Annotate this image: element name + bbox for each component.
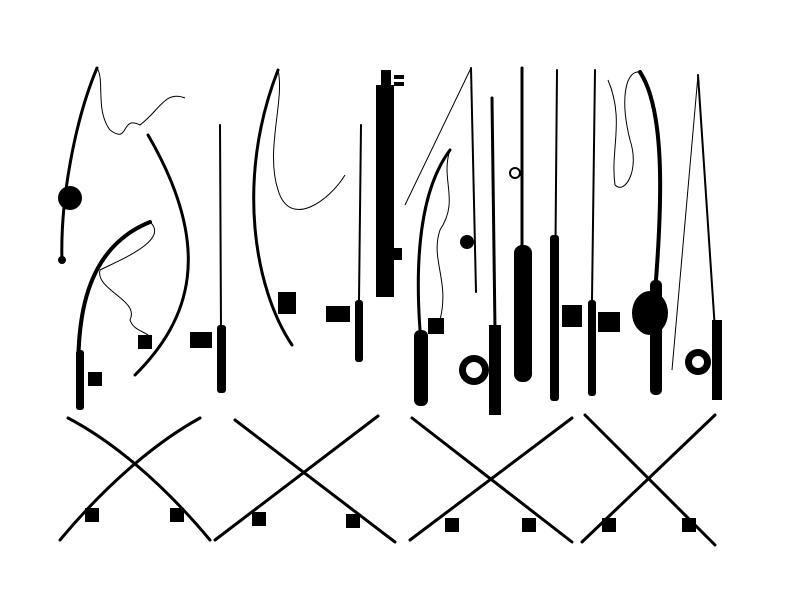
fishing-rod-icon (326, 124, 363, 362)
fishing-rod-icon (76, 220, 156, 410)
crossed-rods-icon (58, 416, 212, 542)
spinning-reel-icon (326, 306, 350, 322)
baitcaster-reel-icon (632, 291, 668, 335)
fishing-rod-icon (58, 66, 186, 264)
baitcaster-reel-icon (58, 186, 82, 210)
fishing-rod-icon (133, 133, 190, 377)
crossed-rods-icon (408, 416, 574, 544)
fishing-rod-icon (252, 68, 346, 347)
telescopic-rod-icon (376, 70, 404, 297)
crossed-rods-icon (213, 414, 397, 544)
crossed-rods-icon (580, 413, 717, 547)
fly-rod-icon (459, 96, 501, 415)
spinning-reel-icon (88, 372, 102, 386)
fly-rod-icon (671, 74, 722, 400)
fishing-rod-icon (190, 124, 226, 393)
fishing-rod-icon (588, 69, 620, 396)
fishing-rod-icon (509, 66, 532, 382)
spinning-reel-icon (598, 312, 620, 332)
spinning-reel-icon (562, 305, 582, 327)
spinning-reel-icon (190, 332, 212, 348)
fishing-rod-icon (607, 70, 668, 395)
fishing-rod-icon (414, 148, 452, 406)
fishing-rod-icon (550, 69, 582, 401)
spinning-reel-icon (278, 292, 296, 314)
spinning-reel-icon (428, 318, 444, 334)
spinning-reel-icon (138, 335, 152, 349)
fishing-rod-icon (404, 67, 477, 293)
